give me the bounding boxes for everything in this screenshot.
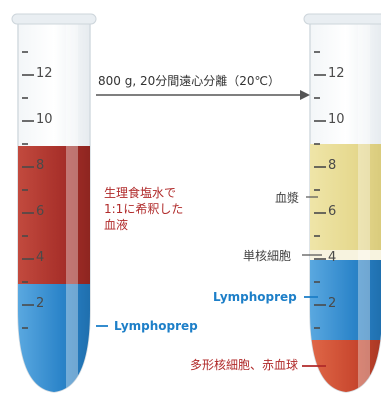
lymphoprep-label-left: Lymphoprep	[114, 319, 198, 333]
plasma-label: 血漿	[275, 191, 300, 205]
right-scale-4: 4	[328, 250, 337, 265]
right-scale-10: 10	[328, 112, 345, 127]
mononuclear-layer	[310, 250, 381, 260]
diluted-blood-label-line2: 1:1に希釈した	[104, 202, 184, 216]
rbc-layer	[310, 340, 381, 392]
lymphoprep-layer-left	[18, 284, 90, 392]
right-tube-rim	[303, 13, 381, 25]
right-scale-ticks	[314, 51, 326, 329]
left-scale-4: 4	[36, 250, 45, 265]
lymphoprep-label-right: Lymphoprep	[213, 290, 297, 304]
right-scale-12: 12	[328, 66, 345, 81]
left-scale-10: 10	[36, 112, 53, 127]
left-scale-12: 12	[36, 66, 53, 81]
left-scale-8: 8	[36, 158, 45, 173]
left-scale-6: 6	[36, 204, 45, 219]
lymphoprep-layer-right	[310, 260, 381, 340]
plasma-layer	[310, 144, 381, 250]
right-scale-2: 2	[328, 296, 337, 311]
right-scale-6: 6	[328, 204, 337, 219]
left-scale-2: 2	[36, 296, 45, 311]
centrifuge-arrow	[96, 90, 310, 100]
left-scale-ticks	[22, 51, 34, 329]
diluted-blood-label-line3: 血液	[104, 218, 129, 232]
mononuclear-cells-label: 単核細胞	[243, 249, 292, 263]
right-tube	[303, 13, 381, 393]
left-tube-rim	[11, 13, 97, 25]
centrifuge-condition-label: 800 g, 20分間遠心分離（20℃）	[98, 74, 280, 88]
right-scale-8: 8	[328, 158, 337, 173]
left-tube	[11, 13, 97, 393]
rbc-label: 多形核細胞、赤血球	[190, 358, 299, 372]
diluted-blood-label-line1: 生理食塩水で	[104, 186, 177, 200]
diluted-blood-layer	[18, 146, 90, 284]
